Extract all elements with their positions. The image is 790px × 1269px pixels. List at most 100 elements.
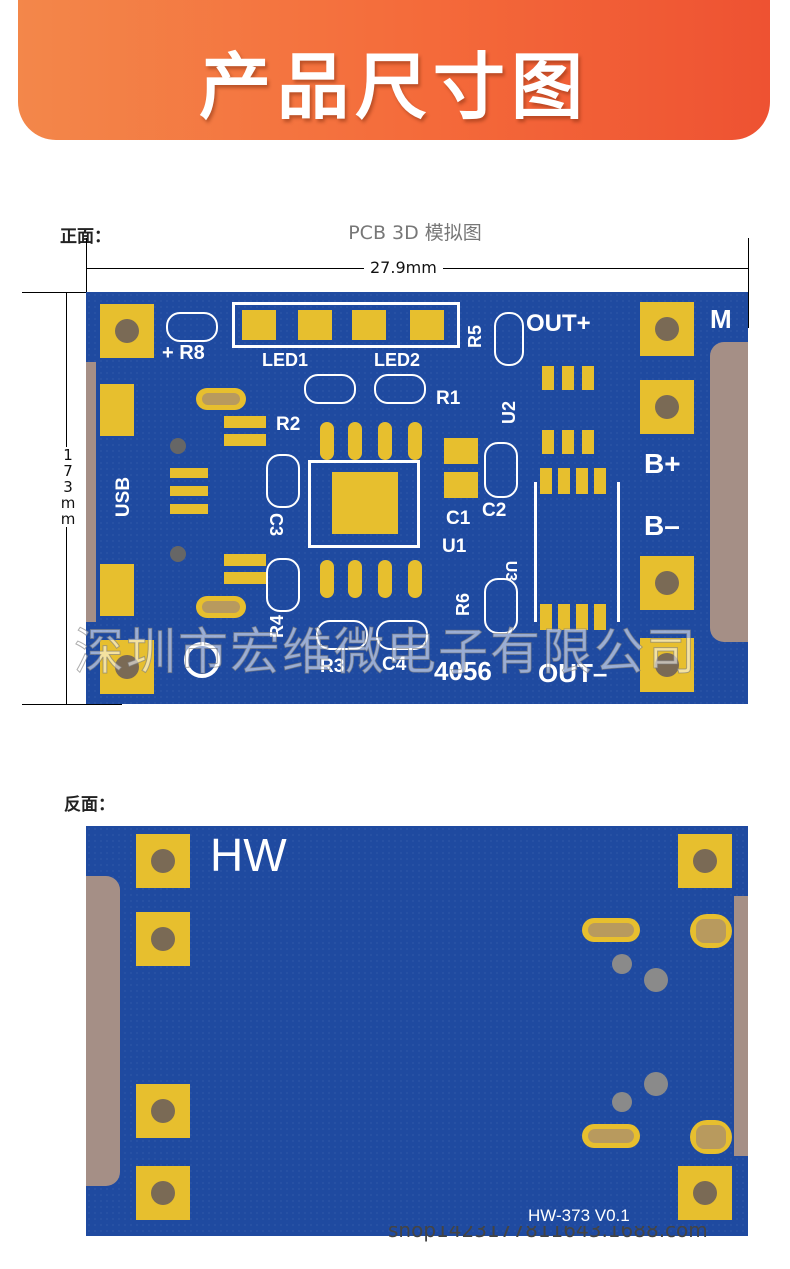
back-slot-top xyxy=(582,918,640,942)
u2-pin4 xyxy=(542,430,554,454)
silk-r2: R2 xyxy=(276,414,301,435)
u3-outline xyxy=(534,482,620,622)
back-hole-4 xyxy=(612,1092,632,1112)
silk-u2: U2 xyxy=(499,400,520,425)
pcb-front: + R8 LED1 LED2 R5 OUT+ M R1 R2 U2 USB B+… xyxy=(86,292,748,704)
c1-pad-b xyxy=(444,472,478,498)
mounting-circle xyxy=(184,642,220,678)
back-pad-4 xyxy=(136,1166,190,1220)
silk-c1: C1 xyxy=(446,508,471,529)
r1a-footprint xyxy=(304,374,356,404)
pad-top-left xyxy=(100,304,154,358)
left-edge-connector xyxy=(86,362,96,622)
pcb-back: HW HW-373 V0.1 xyxy=(86,826,748,1236)
height-dim-bottom-tick xyxy=(22,704,122,705)
pad-b-plus xyxy=(640,380,694,434)
led2-pad-b xyxy=(410,310,444,340)
back-pad-1 xyxy=(136,834,190,888)
banner-title: 产品尺寸图 xyxy=(198,45,589,129)
led1-pad-b xyxy=(298,310,332,340)
back-hole-1 xyxy=(612,954,632,974)
usb-pin4 xyxy=(224,416,266,428)
u1-pin8 xyxy=(408,560,422,598)
usb-shell-bottom xyxy=(100,564,134,616)
u3-pin1 xyxy=(540,468,552,494)
u3-pin6 xyxy=(558,604,570,630)
u1-pin2 xyxy=(348,422,362,460)
r5-footprint xyxy=(494,312,524,366)
silk-r8: + R8 xyxy=(162,342,205,364)
silk-m: M xyxy=(710,304,732,334)
usb-shell-top xyxy=(100,384,134,436)
width-dim-text: 27.9mm xyxy=(364,258,443,277)
height-dim-text: 1 7 3 m m xyxy=(60,446,76,528)
silk-usb: USB xyxy=(113,476,135,518)
u2-pin5 xyxy=(562,430,574,454)
u3-pin3 xyxy=(576,468,588,494)
back-right-edge xyxy=(734,896,748,1156)
u2-pin6 xyxy=(582,430,594,454)
u1-pin6 xyxy=(348,560,362,598)
led-frame xyxy=(232,302,460,348)
u1-pin3 xyxy=(378,422,392,460)
silk-out-minus: OUT– xyxy=(538,658,608,688)
back-round-bottom xyxy=(690,1120,732,1154)
c2-footprint xyxy=(484,442,518,498)
silk-chip: 4056 xyxy=(434,656,492,686)
shop-url-text: shop1423177811643.1688.com xyxy=(388,1226,708,1242)
back-pad-5 xyxy=(678,834,732,888)
r3-footprint xyxy=(316,620,368,650)
silk-u3: U3 xyxy=(502,560,520,582)
u1-pin7 xyxy=(378,560,392,598)
u3-pin8 xyxy=(594,604,606,630)
back-pad-2 xyxy=(136,912,190,966)
usb-pin1 xyxy=(170,468,208,478)
usb-pin5 xyxy=(224,434,266,446)
usb-slot-bottom xyxy=(196,596,246,618)
back-left-connector xyxy=(86,876,120,1186)
usb-pin3 xyxy=(170,504,208,514)
silk-c4: C4 xyxy=(382,654,407,675)
u3-pin2 xyxy=(558,468,570,494)
pad-bottom-left xyxy=(100,640,154,694)
back-pad-3 xyxy=(136,1084,190,1138)
width-dim-right-tick xyxy=(748,238,749,328)
r6-footprint xyxy=(484,578,518,634)
pad-m xyxy=(640,302,694,356)
back-version: HW-373 V0.1 xyxy=(528,1206,630,1225)
silk-b-minus: B– xyxy=(644,510,680,541)
led2-pad-a xyxy=(352,310,386,340)
u3-pin4 xyxy=(594,468,606,494)
silk-r5: R5 xyxy=(465,324,486,349)
title-banner: 产品尺寸图 xyxy=(18,0,770,140)
u1-thermal-pad xyxy=(332,472,398,534)
usb-pin2 xyxy=(170,486,208,496)
usb-pin7 xyxy=(224,572,266,584)
u3-pin7 xyxy=(576,604,588,630)
silk-c2: C2 xyxy=(482,500,507,521)
height-dim-top-tick xyxy=(22,292,92,293)
back-hole-3 xyxy=(644,1072,668,1096)
usb-slot-top xyxy=(196,388,246,410)
silk-led1: LED1 xyxy=(262,350,309,370)
usb-hole-top xyxy=(170,438,186,454)
watermark: 深圳市宏维微电子有限公司 xyxy=(74,623,698,682)
back-brand: HW xyxy=(210,829,287,881)
c1-pad-a xyxy=(444,438,478,464)
back-slot-bottom xyxy=(582,1124,640,1148)
right-connector xyxy=(710,342,748,642)
back-round-top xyxy=(690,914,732,948)
silk-c3: C3 xyxy=(266,512,287,537)
r1b-footprint xyxy=(374,374,426,404)
pad-out-minus xyxy=(640,638,694,692)
u2-pin1 xyxy=(542,366,554,390)
front-label: 正面： xyxy=(60,227,111,247)
silk-r3: R3 xyxy=(320,656,345,677)
pad-b-minus xyxy=(640,556,694,610)
c4-footprint xyxy=(376,620,428,650)
shop-url: shop1423177811643.1688.com xyxy=(388,1226,748,1244)
silk-out-plus: OUT+ xyxy=(526,310,591,337)
usb-hole-bottom xyxy=(170,546,186,562)
u2-pin3 xyxy=(582,366,594,390)
silk-b-plus: B+ xyxy=(644,448,681,479)
